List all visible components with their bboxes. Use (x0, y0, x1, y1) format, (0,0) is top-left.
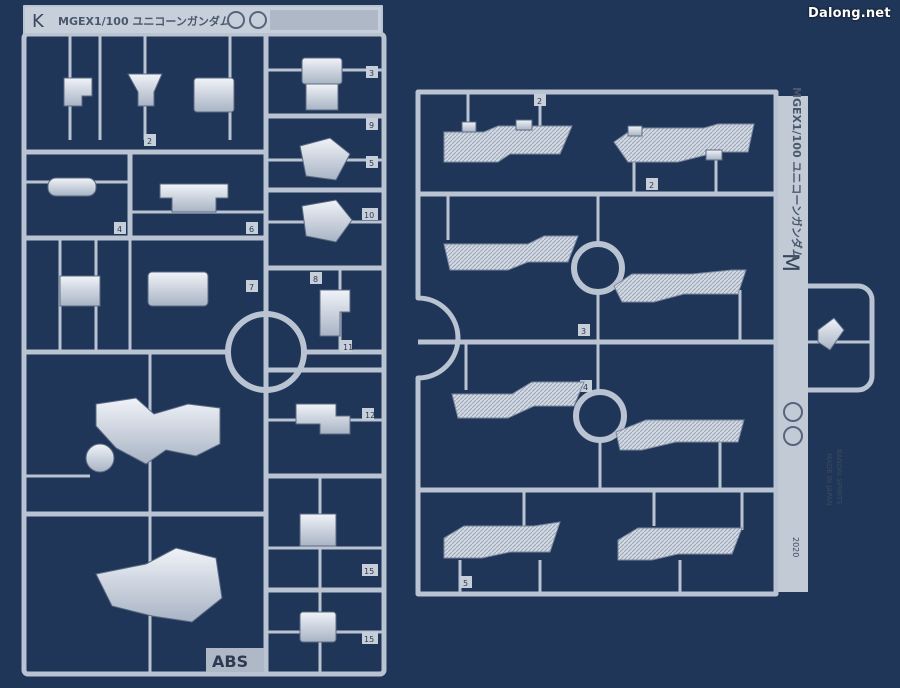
part-tag-m-4: 4 (583, 383, 588, 392)
part-tag-k-4: 5 (369, 159, 374, 168)
runner-k-emblem-2 (249, 11, 267, 29)
part-tag-m-5: 5 (463, 579, 468, 588)
part-tag-m-2: 2 (649, 181, 654, 190)
part-tag-m-3: 3 (581, 327, 586, 336)
runner-m-letter: M (777, 253, 802, 272)
part-tag-m-1: 2 (537, 97, 542, 106)
runner-m-maker-text: BANDAI SPIRITS (835, 449, 843, 505)
runner-m-side-text: MGEX1/100 ユニコーンガンダム (790, 87, 804, 260)
part-tag-k-5: 6 (249, 225, 254, 234)
runner-m-part-tags: 2 2 3 4 5 (460, 94, 658, 588)
part-tag-k-8: 9 (369, 121, 374, 130)
runner-k-header-text: MGEX1/100 ユニコーンガンダム (58, 14, 231, 28)
watermark-text: Dalong.net (808, 6, 891, 21)
part-tag-k-3: 4 (117, 225, 122, 234)
runner-m-year-text: 2020 (791, 537, 800, 557)
runner-m-small-parts (461, 119, 845, 351)
runner-m-parts (443, 123, 755, 561)
runner-k-part-tags: 2 3 4 5 6 7 8 9 10 11 12 15 15 (114, 66, 378, 644)
part-tag-k-11: 12 (365, 411, 375, 420)
runner-m-emblem (783, 402, 803, 422)
runner-m-emblem-2 (783, 426, 803, 446)
part-tag-k-2: 3 (369, 69, 374, 78)
runner-k-parts (47, 57, 353, 643)
part-tag-k-9: 10 (364, 211, 374, 220)
part-tag-k-7: 8 (313, 275, 318, 284)
part-tag-k-13: 15 (364, 635, 374, 644)
abs-label: ABS (212, 652, 248, 671)
part-tag-k-10: 11 (343, 343, 353, 352)
part-tag-k-6: 7 (249, 283, 254, 292)
runner-k-maker-plate (270, 10, 378, 30)
runner-m-side-plate (778, 96, 808, 592)
runner-m-origin-text: MADE IN JAPAN (825, 453, 833, 506)
runner-k-letter: K (32, 11, 45, 32)
part-tag-k-1: 2 (147, 137, 152, 146)
runner-k-emblem (227, 11, 245, 29)
part-tag-k-12: 15 (364, 567, 374, 576)
abs-plate (206, 648, 264, 672)
